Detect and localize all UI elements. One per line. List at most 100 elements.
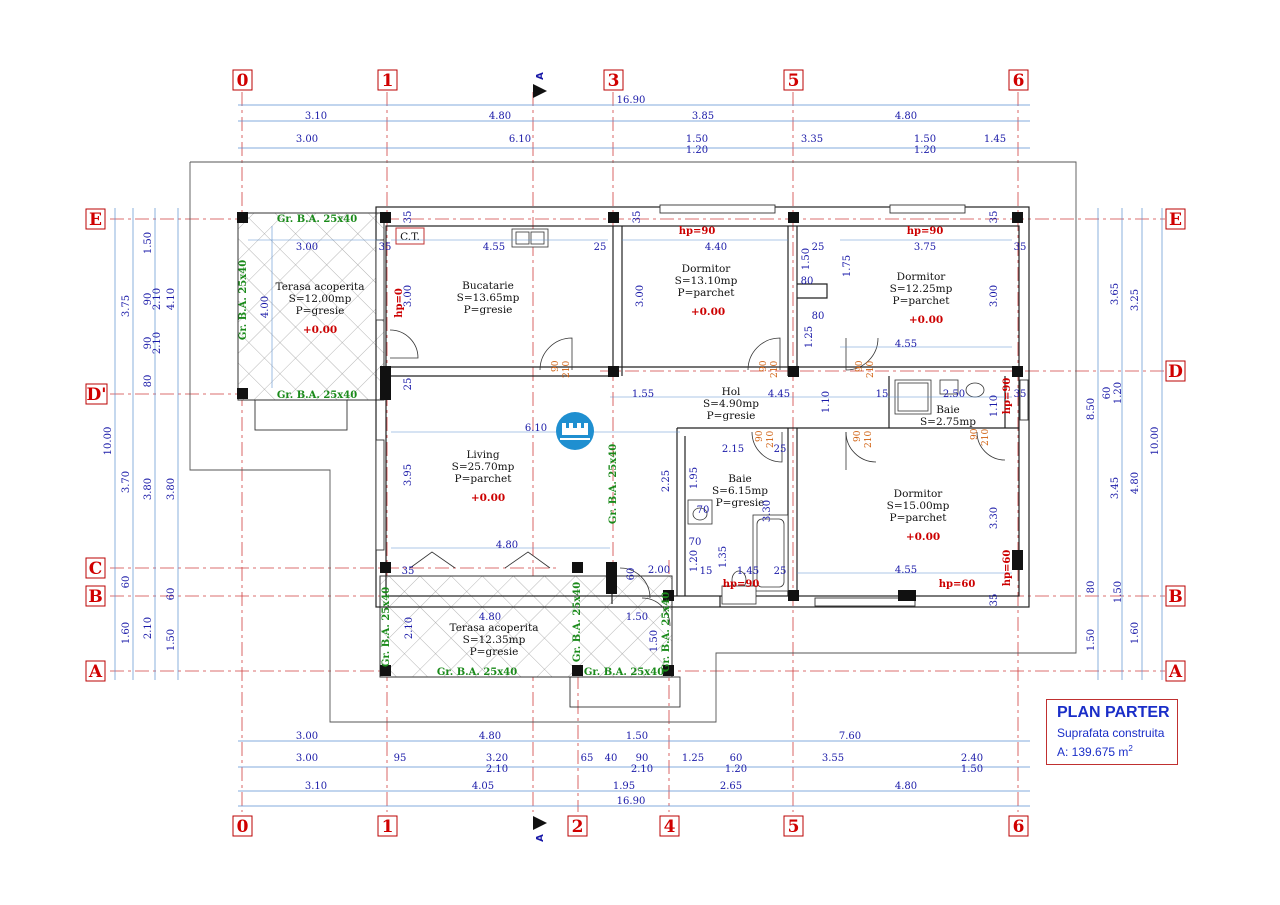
svg-text:90: 90 [855,360,865,372]
svg-text:15: 15 [700,566,713,577]
svg-text:35: 35 [989,594,1000,607]
svg-text:Baie: Baie [936,404,960,416]
svg-text:S=13.65mp: S=13.65mp [457,292,520,304]
plan-subtitle: Suprafata construita [1057,726,1165,740]
svg-text:1.20: 1.20 [725,764,747,775]
sanitary-fixtures [511,228,985,605]
svg-text:Gr. B.A. 25x40: Gr. B.A. 25x40 [661,592,672,672]
svg-text:3.30: 3.30 [989,507,1000,529]
svg-text:35: 35 [1014,242,1027,253]
svg-text:Dormitor: Dormitor [682,263,732,275]
svg-text:3.75: 3.75 [121,295,132,317]
svg-text:25: 25 [774,566,787,577]
svg-text:3.00: 3.00 [296,731,318,742]
svg-text:25: 25 [774,444,787,455]
ct-box: C.T. [395,227,425,245]
svg-text:3.80: 3.80 [166,478,177,500]
svg-text:1.95: 1.95 [613,781,635,792]
svg-text:A: A [535,834,546,842]
svg-text:D: D [1168,362,1183,382]
svg-text:Hol: Hol [722,386,741,398]
windows [375,204,1029,607]
svg-text:2.50: 2.50 [943,389,965,400]
room-bucatarie: Bucatarie S=13.65mp P=gresie [457,280,520,316]
svg-text:60: 60 [121,576,132,589]
svg-text:4.45: 4.45 [768,389,790,400]
svg-text:1.45: 1.45 [984,134,1006,145]
svg-text:3.45: 3.45 [1110,477,1121,499]
svg-text:4.55: 4.55 [895,565,917,576]
svg-text:S=15.00mp: S=15.00mp [887,500,950,512]
svg-text:P=gresie: P=gresie [296,305,345,317]
svg-text:6.10: 6.10 [509,134,531,145]
axis-label-top-5: 5 [788,71,800,91]
svg-text:3.00: 3.00 [296,753,318,764]
axis-markers-bottom: 0 1 2 4 5 6 [232,815,1029,837]
svg-text:80: 80 [1086,581,1097,594]
svg-text:95: 95 [394,753,407,764]
svg-text:25: 25 [403,378,414,391]
svg-text:2.65: 2.65 [720,781,742,792]
svg-text:3.75: 3.75 [914,242,936,253]
svg-text:90: 90 [759,360,769,372]
svg-text:C.T.: C.T. [400,231,420,243]
svg-text:7.60: 7.60 [839,731,861,742]
section-marker-bottom: A [533,816,547,842]
svg-text:D': D' [87,385,107,405]
columns [237,212,1023,676]
svg-text:hp=60: hp=60 [939,579,976,590]
svg-text:3.10: 3.10 [305,111,327,122]
room-dormitor-2: Dormitor S=12.25mp P=parchet +0.00 [890,271,953,326]
svg-text:1.75: 1.75 [842,255,853,277]
svg-text:2.10: 2.10 [486,764,508,775]
svg-text:Baie: Baie [728,473,752,485]
axis-markers-left: E D' C B A [85,208,108,682]
dimension-lines [114,104,1163,807]
room-baie-large: Baie S=6.15mp P=gresie [712,473,768,509]
svg-text:1.25: 1.25 [804,326,815,348]
svg-text:1.50: 1.50 [1113,581,1124,603]
svg-text:3.70: 3.70 [121,471,132,493]
room-dormitor-1: Dormitor S=13.10mp P=parchet +0.00 [675,263,738,318]
dims-left: 10.00 3.75 3.70 1.60 1.50 90 2.10 90 2.1… [103,232,177,651]
svg-text:4.80: 4.80 [479,612,501,623]
svg-text:2.10: 2.10 [152,288,163,310]
svg-text:1.50: 1.50 [801,248,812,270]
svg-text:E: E [89,210,102,230]
svg-text:4.40: 4.40 [705,242,727,253]
svg-text:3.95: 3.95 [403,464,414,486]
svg-text:4.80: 4.80 [496,540,518,551]
svg-text:1.60: 1.60 [121,622,132,644]
svg-text:S=12.25mp: S=12.25mp [890,283,953,295]
dims-right: 10.00 8.50 80 1.50 3.65 60 1.20 3.45 1.5… [1086,283,1161,651]
svg-text:210: 210 [864,431,874,448]
svg-text:S=25.70mp: S=25.70mp [452,461,515,473]
svg-text:15: 15 [876,389,889,400]
hp-labels: hp=90 hp=90 hp=0 hp=90 hp=60 hp=60 hp=90 [394,226,1013,590]
svg-text:S=4.90mp: S=4.90mp [703,398,759,410]
svg-text:3.00: 3.00 [296,134,318,145]
svg-text:1.10: 1.10 [989,395,1000,417]
svg-text:A: A [88,662,103,682]
dims-top: 16.90 3.10 4.80 3.85 4.80 3.00 6.10 1.50… [296,95,1006,156]
svg-text:3.80: 3.80 [143,478,154,500]
axis-label-top-0: 0 [237,71,249,91]
svg-text:3.65: 3.65 [1110,283,1121,305]
svg-text:P=gresie: P=gresie [716,497,765,509]
svg-text:90: 90 [143,337,154,350]
room-terasa-top: Terasa acoperita S=12.00mp P=gresie +0.0… [276,281,365,336]
svg-text:A: A [1168,662,1183,682]
svg-text:1.50: 1.50 [626,612,648,623]
svg-text:1.20: 1.20 [689,550,700,572]
svg-text:+0.00: +0.00 [303,324,337,336]
svg-text:3.00: 3.00 [296,242,318,253]
svg-text:S=2.75mp: S=2.75mp [920,416,976,428]
svg-text:60: 60 [166,588,177,601]
svg-text:1.50: 1.50 [166,629,177,651]
svg-text:3.55: 3.55 [822,753,844,764]
grid-axes [110,92,1165,812]
svg-text:90: 90 [143,293,154,306]
svg-text:2.25: 2.25 [661,470,672,492]
svg-text:2: 2 [572,817,584,837]
svg-text:1.10: 1.10 [821,391,832,413]
